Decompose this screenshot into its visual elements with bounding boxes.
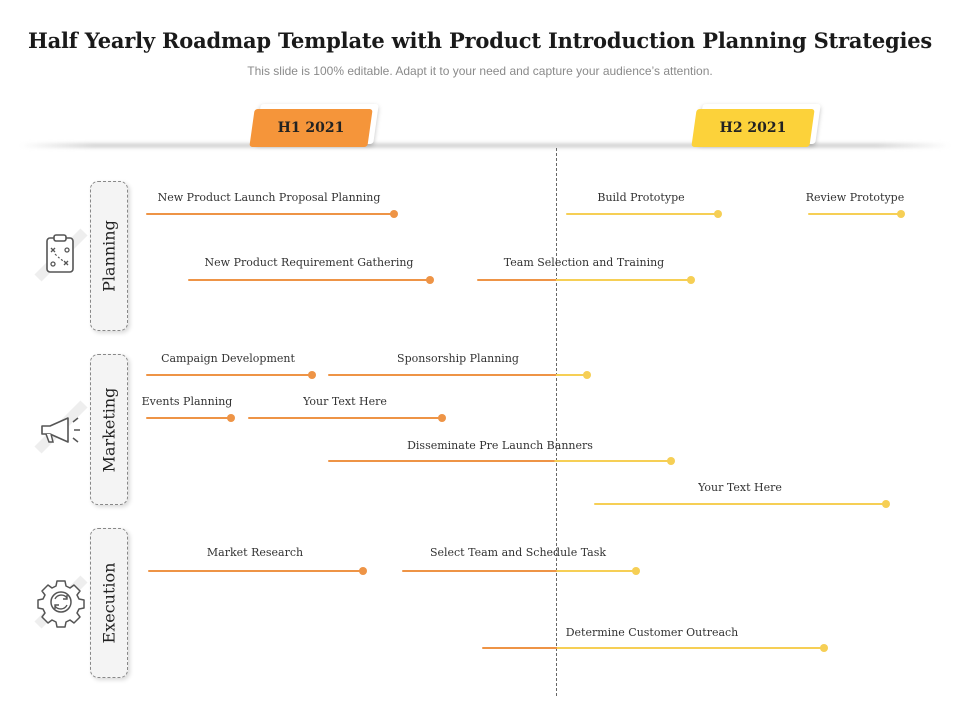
period-label-h2: H2 2021 — [719, 120, 787, 136]
slide-subtitle: This slide is 100% editable. Adapt it to… — [247, 64, 713, 78]
task-end-dot — [438, 414, 446, 422]
gear-cycle-icon — [34, 575, 88, 629]
task-bar — [146, 417, 231, 419]
task-end-dot — [897, 210, 905, 218]
timeline-divider — [20, 143, 950, 148]
task-label: Your Text Here — [303, 395, 387, 408]
task-end-dot — [308, 371, 316, 379]
task-end-dot — [632, 567, 640, 575]
task-end-dot — [227, 414, 235, 422]
task-bar — [482, 647, 824, 649]
task-end-dot — [583, 371, 591, 379]
task-bar — [328, 374, 587, 376]
task-label: Disseminate Pre Launch Banners — [407, 439, 593, 452]
task-end-dot — [882, 500, 890, 508]
task-label: Events Planning — [141, 395, 233, 408]
task-label: New Product Requirement Gathering — [204, 256, 414, 269]
period-tab-h1: H1 2021 — [249, 104, 379, 147]
task-bar — [328, 460, 671, 462]
task-end-dot — [390, 210, 398, 218]
category-label-planning: Planning — [99, 220, 119, 292]
task-label: Build Prototype — [597, 191, 685, 204]
task-label: Your Text Here — [698, 481, 782, 494]
category-label-execution: Execution — [99, 562, 119, 644]
task-end-dot — [820, 644, 828, 652]
task-label: Team Selection and Training — [503, 256, 665, 269]
megaphone-icon — [34, 400, 88, 454]
category-execution: Execution — [90, 528, 128, 678]
task-end-dot — [714, 210, 722, 218]
task-label: New Product Launch Proposal Planning — [157, 191, 381, 204]
strategy-clipboard-icon — [34, 228, 88, 282]
task-bar — [402, 570, 636, 572]
task-end-dot — [426, 276, 434, 284]
task-end-dot — [359, 567, 367, 575]
category-marketing: Marketing — [90, 354, 128, 505]
half-year-separator — [556, 148, 557, 696]
task-label: Campaign Development — [161, 352, 295, 365]
task-bar — [477, 279, 691, 281]
task-end-dot — [667, 457, 675, 465]
category-label-marketing: Marketing — [99, 387, 119, 472]
slide-title: Half Yearly Roadmap Template with Produc… — [27, 28, 933, 53]
task-label: Review Prototype — [805, 191, 905, 204]
category-planning: Planning — [90, 181, 128, 331]
task-label: Determine Customer Outreach — [565, 626, 739, 639]
task-bar — [146, 213, 394, 215]
task-bar — [148, 570, 363, 572]
task-bar — [808, 213, 901, 215]
period-label-h1: H1 2021 — [277, 120, 345, 136]
task-label: Market Research — [206, 546, 304, 559]
task-bar — [566, 213, 718, 215]
task-bar — [188, 279, 430, 281]
task-label: Sponsorship Planning — [397, 352, 519, 365]
period-tab-h2: H2 2021 — [691, 104, 821, 147]
task-label: Select Team and Schedule Task — [429, 546, 607, 559]
task-bar — [146, 374, 312, 376]
task-bar — [594, 503, 886, 505]
task-end-dot — [687, 276, 695, 284]
task-bar — [248, 417, 442, 419]
